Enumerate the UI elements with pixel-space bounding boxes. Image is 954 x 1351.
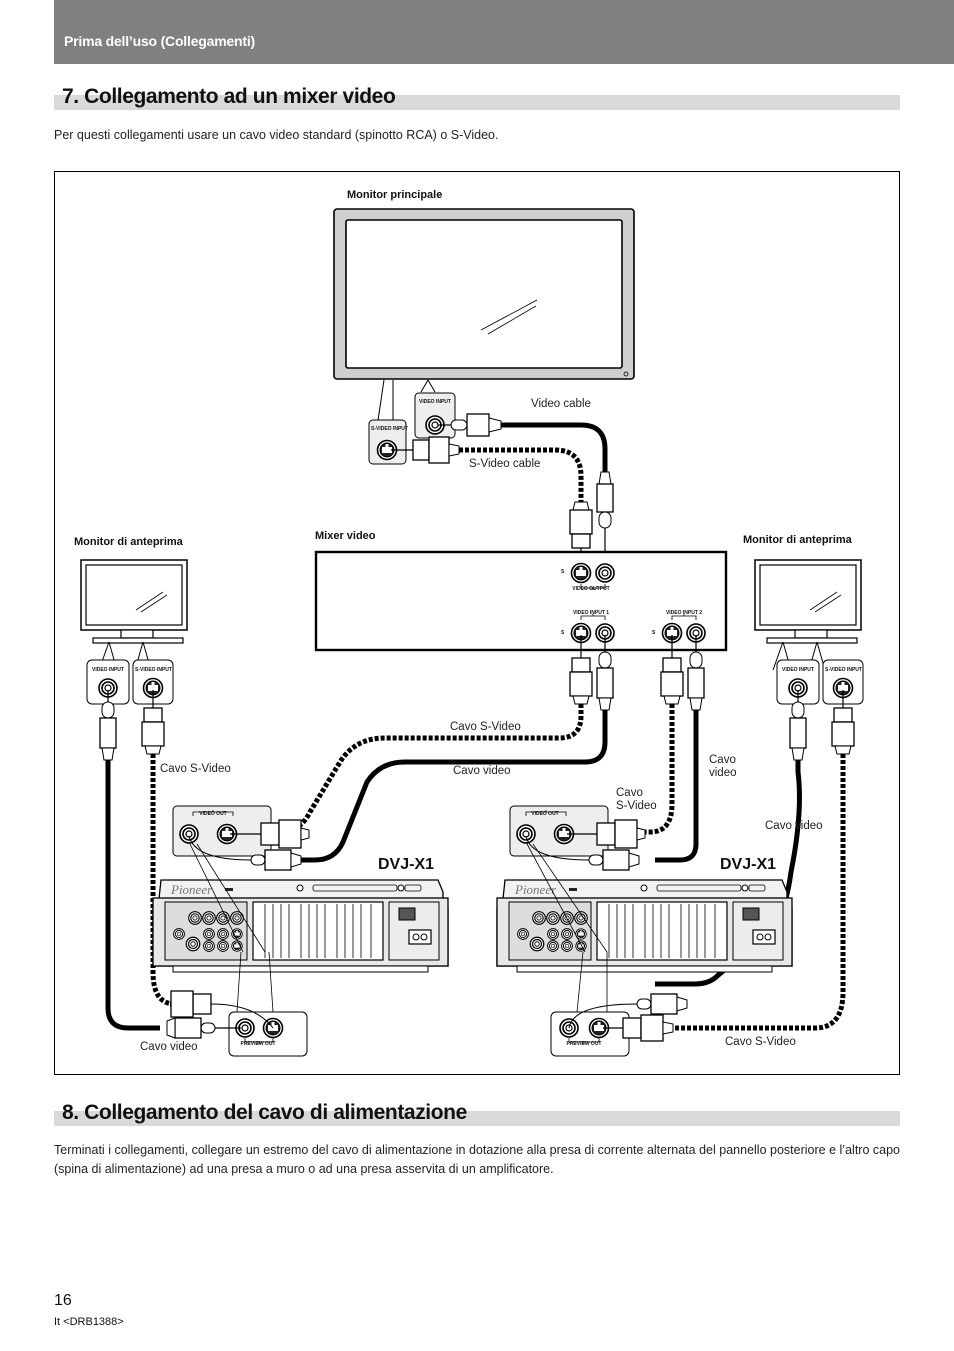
chapter-header-label: Prima dell’uso (Collegamenti) — [64, 33, 256, 49]
left-player-model: DVJ-X1 — [378, 856, 435, 873]
main-video-input-label: VIDEO INPUT — [419, 399, 451, 405]
right-preview-monitor-label: Monitor di anteprima — [743, 534, 852, 546]
right-dvj-player — [497, 880, 792, 972]
connection-diagram: Pioneer — [54, 171, 900, 1075]
section-8-heading: 8. Collegamento del cavo di alimentazion… — [54, 1101, 900, 1126]
right-player-model: DVJ-X1 — [720, 856, 777, 873]
main-svideo-input-label: S-VIDEO INPUT — [371, 426, 408, 432]
left-svideo-cable-label: Cavo S-Video — [160, 763, 231, 775]
diagram-drawing: Pioneer — [80, 208, 864, 1057]
right-svideo-input-label: S-VIDEO INPUT — [825, 667, 862, 673]
mixer-s-marker: S — [561, 630, 565, 636]
left-preview-monitor-label: Monitor di anteprima — [74, 536, 183, 548]
heading-underlay — [54, 1111, 900, 1126]
mid-svideo-cable-label: Cavo S-Video — [450, 721, 521, 733]
right-preview-out-label: PREVIEW OUT — [566, 1041, 602, 1047]
video-mixer-box — [314, 550, 728, 652]
right-video-cable-label: Cavo video — [765, 820, 823, 832]
document-code: It <DRB1388> — [54, 1316, 124, 1328]
mid-svideo-cable-label-2: Cavo S-Video — [616, 787, 657, 812]
mixer-video-output-label: VIDEO OUTPUT — [572, 586, 610, 592]
left-video-cable-label: Cavo video — [140, 1041, 198, 1053]
main-monitor — [333, 208, 635, 380]
section-7-heading: 7. Collegamento ad un mixer video — [54, 85, 900, 110]
heading-underlay — [54, 95, 900, 110]
mixer-s-marker: S — [652, 630, 656, 636]
page-number: 16 — [54, 1292, 72, 1309]
left-video-input-label: VIDEO INPUT — [92, 667, 124, 673]
video-cable-label: Video cable — [531, 398, 591, 410]
mixer-video-input-1-label: VIDEO INPUT 1 — [572, 610, 610, 616]
left-preview-monitor — [80, 559, 188, 644]
left-preview-out-label: PREVIEW OUT — [240, 1041, 276, 1047]
right-svideo-cable-label: Cavo S-Video — [725, 1036, 796, 1048]
mixer-s-marker: S — [561, 569, 565, 575]
section-7-intro: Per questi collegamenti usare un cavo vi… — [54, 128, 499, 142]
chapter-header: Prima dell’uso (Collegamenti) — [54, 0, 954, 64]
mid-video-cable-label: Cavo video — [453, 765, 511, 777]
right-video-input-label: VIDEO INPUT — [782, 667, 814, 673]
left-dvj-player — [153, 880, 448, 972]
mixer-label: Mixer video — [315, 530, 376, 542]
mid-video-cable-label-2: Cavo video — [709, 754, 737, 779]
right-preview-monitor — [754, 559, 862, 644]
mixer-video-input-2-label: VIDEO INPUT 2 — [665, 610, 703, 616]
section-7-title: 7. Collegamento ad un mixer video — [62, 85, 396, 108]
section-8-body: Terminati i collegamenti, collegare un e… — [54, 1143, 900, 1176]
left-svideo-input-label: S-VIDEO INPUT — [135, 667, 172, 673]
svideo-cable-label: S-Video cable — [469, 458, 541, 470]
left-video-out-label: VIDEO OUT — [199, 811, 227, 817]
right-video-out-label: VIDEO OUT — [531, 811, 559, 817]
main-monitor-label: Monitor principale — [347, 189, 443, 201]
section-8-title: 8. Collegamento del cavo di alimentazion… — [62, 1101, 467, 1124]
